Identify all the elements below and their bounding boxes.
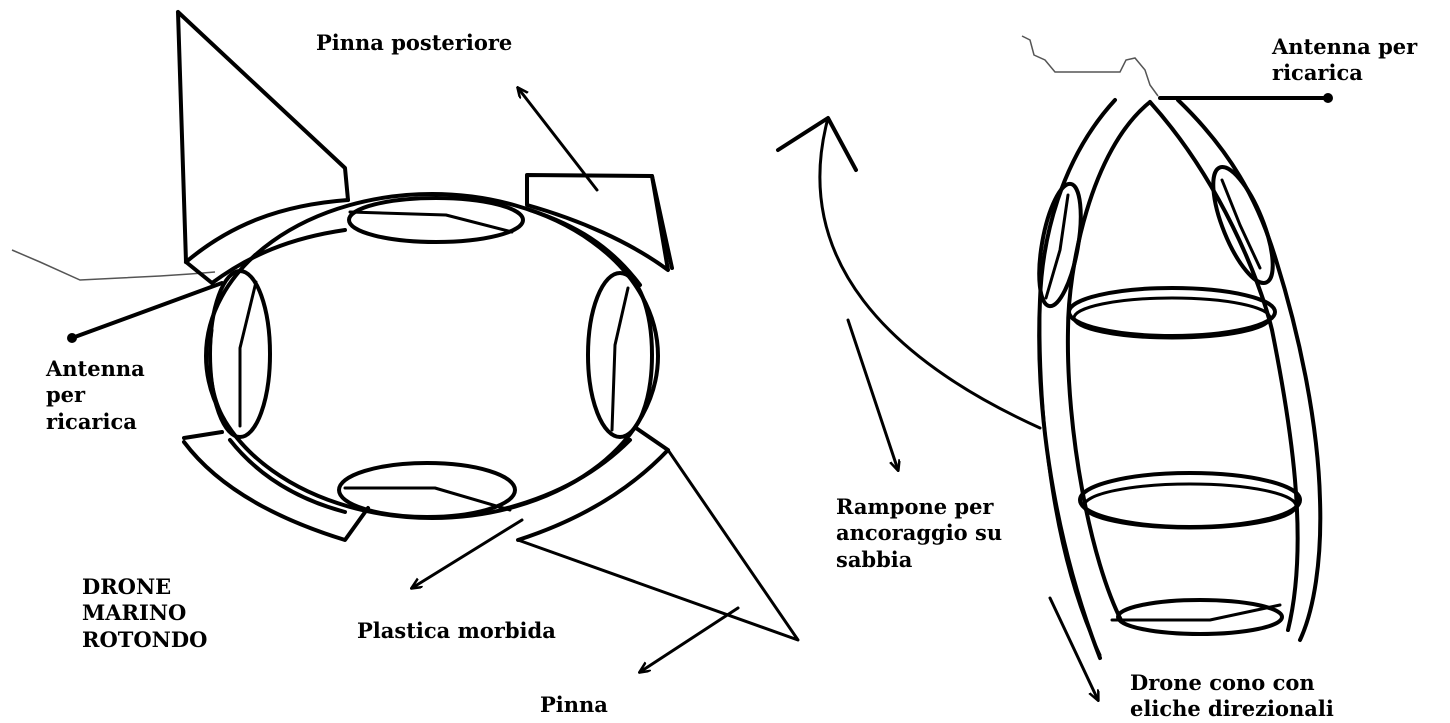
cone-propeller-right-blade [1222,180,1260,268]
pointer-dot-antenna-right [1323,93,1333,103]
propeller-bottom [339,463,515,517]
cone-drone-illustration [1022,36,1320,658]
arrow-cone-drone [1050,598,1098,700]
grapple-hook-head [778,118,856,170]
arrow-soft-plastic [412,520,522,588]
cone-propeller-bottom [1118,600,1282,634]
label-rear-fin: Pinna posteriore [316,30,512,56]
cone-ring-upper-inner [1074,298,1270,338]
propeller-right-blade [612,288,628,430]
arrow-fin [640,608,738,672]
pointer-antenna-left [72,283,222,338]
cone-body-left [1068,102,1150,622]
label-antenna-left: Antenna per ricarica [46,356,145,435]
label-grapple: Rampone per ancoraggio su sabbia [836,494,1002,573]
label-round-drone-title: DRONE MARINO ROTONDO [82,574,207,653]
label-fin: Pinna [540,692,608,718]
cone-ring-lower-outer [1080,473,1300,527]
side-fin-top-right-edge [652,176,672,268]
propeller-top [349,198,523,242]
propeller-top-blade [350,212,512,232]
round-drone-illustration [12,12,798,640]
propeller-left-blade [240,282,256,426]
pointer-fin-1 [518,450,798,640]
propeller-right [588,273,652,437]
side-fin-bottom-right [518,428,668,540]
propeller-bottom-blade [345,488,510,510]
grapple-arrow-down [848,320,898,470]
label-soft-plastic: Plastica morbida [357,618,556,644]
antenna-wire-right [1022,36,1158,96]
cone-ring-lower-inner [1084,484,1296,528]
pointer-dot-antenna-left [67,333,77,343]
label-antenna-right: Antenna per ricarica [1272,34,1417,87]
cone-ring-upper-outer [1069,288,1275,336]
label-cone-drone-title: Drone cono con eliche direzionali [1130,670,1334,723]
